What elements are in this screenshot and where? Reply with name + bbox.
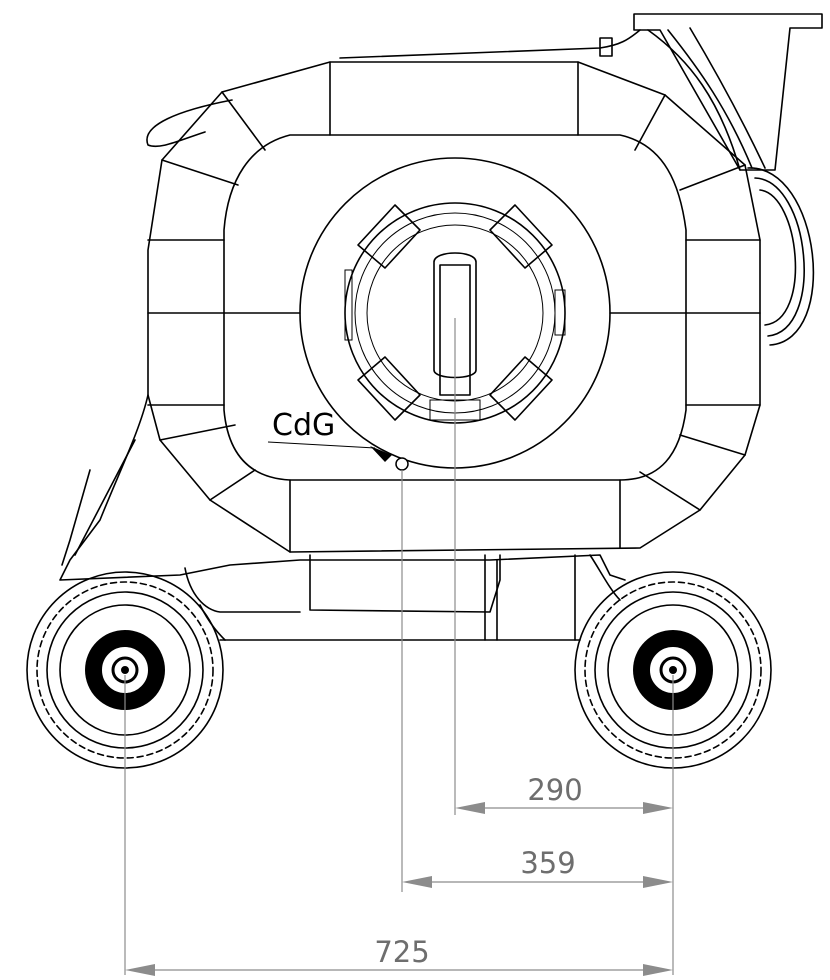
dimension-extension-lines xyxy=(124,318,674,975)
cdg-label: CdG xyxy=(272,408,335,443)
dimension-725: 725 xyxy=(125,935,673,976)
main-body xyxy=(147,61,761,553)
dimension-359: 359 xyxy=(402,846,673,888)
dimension-290: 290 xyxy=(455,773,673,814)
hose-drum xyxy=(747,167,815,346)
right-wheel xyxy=(574,571,772,769)
top-handle xyxy=(146,99,233,148)
dimension-725-label: 725 xyxy=(374,935,429,969)
cdg-marker: CdG xyxy=(267,408,409,471)
chassis xyxy=(59,394,626,641)
exhaust-pipe xyxy=(339,13,823,171)
left-wheel xyxy=(26,571,224,769)
dimension-359-label: 359 xyxy=(520,846,575,880)
dimension-290-label: 290 xyxy=(527,773,582,807)
